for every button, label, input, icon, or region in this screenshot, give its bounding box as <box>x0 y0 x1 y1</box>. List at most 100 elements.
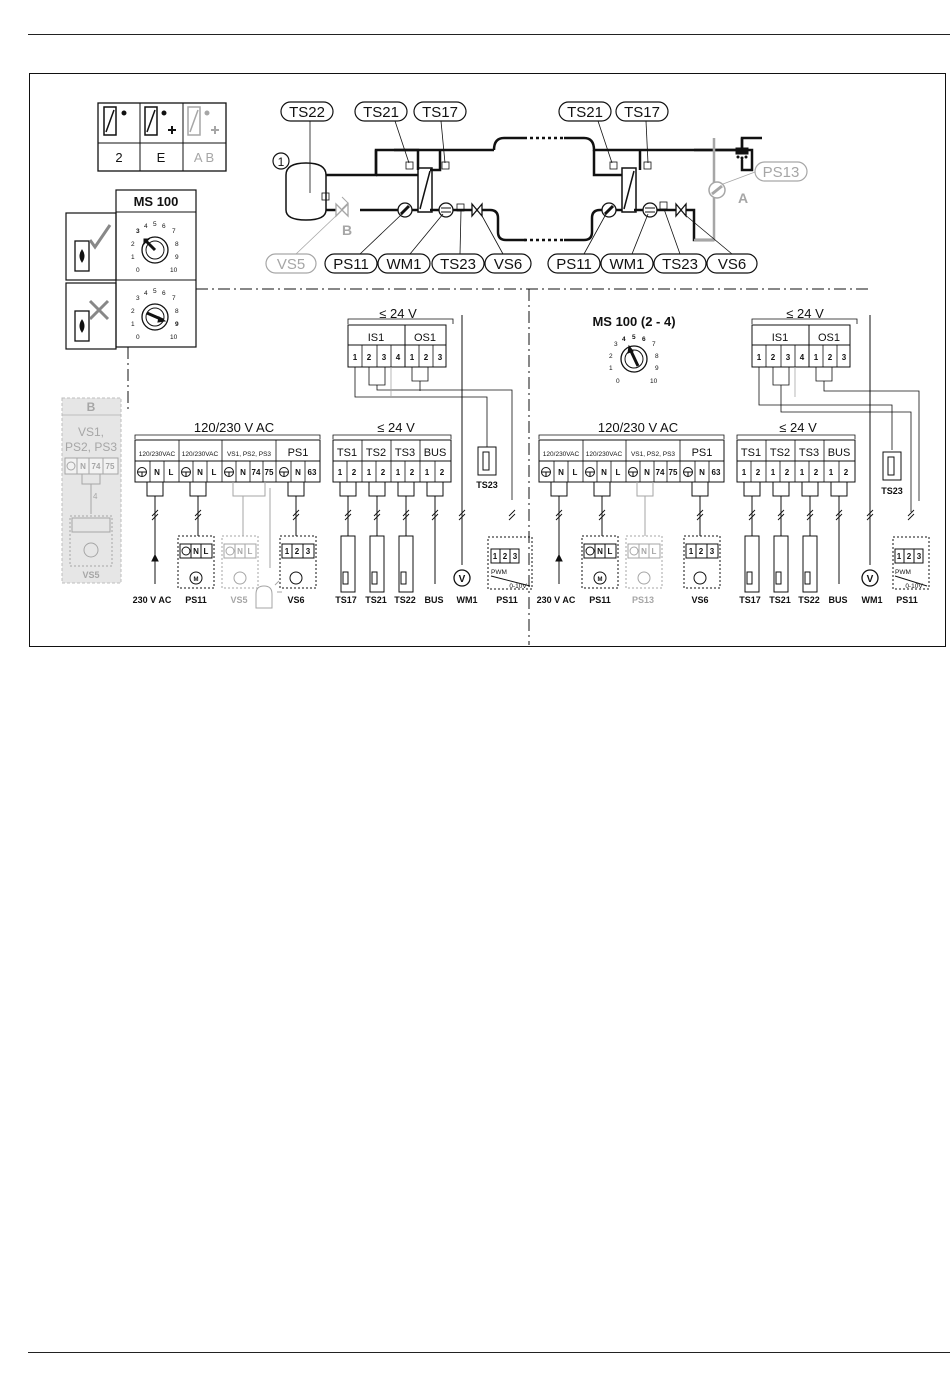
svg-text:PS11: PS11 <box>896 595 918 605</box>
svg-text:PWM: PWM <box>895 569 911 576</box>
svg-text:0-10V: 0-10V <box>905 583 923 590</box>
svg-text:TS1: TS1 <box>741 447 761 459</box>
sensor-icon <box>882 451 902 481</box>
flame-icon <box>74 240 90 272</box>
svg-text:3: 3 <box>614 341 618 348</box>
svg-text:0: 0 <box>136 334 140 341</box>
callout-1: 1 <box>278 155 285 169</box>
svg-text:1: 1 <box>814 353 819 362</box>
svg-text:8: 8 <box>175 241 179 248</box>
tag-ts17: TS17 <box>624 104 660 121</box>
svg-text:L: L <box>608 547 613 556</box>
svg-text:VS5: VS5 <box>230 595 247 605</box>
svg-text:120/230VAC: 120/230VAC <box>139 451 176 458</box>
svg-text:7: 7 <box>172 295 176 302</box>
diagram-frame <box>29 73 946 647</box>
svg-text:N: N <box>197 468 203 477</box>
svg-text:120/230 V AC: 120/230 V AC <box>194 420 274 435</box>
ground-icon <box>224 467 234 477</box>
selector-cell-2: E <box>157 150 166 165</box>
svg-text:2: 2 <box>410 468 415 477</box>
svg-text:TS21: TS21 <box>365 595 387 605</box>
svg-text:VS1, PS2, PS3: VS1, PS2, PS3 <box>631 451 675 458</box>
svg-text:TS2: TS2 <box>770 447 790 459</box>
svg-text:TS1: TS1 <box>337 447 357 459</box>
svg-text:IS1: IS1 <box>772 332 789 344</box>
svg-text:BUS: BUS <box>828 595 847 605</box>
svg-text:74: 74 <box>92 462 101 471</box>
ms100-2-4-title: MS 100 (2 - 4) <box>592 314 675 329</box>
selector-table: 2 E A B <box>97 102 227 172</box>
svg-text:TS21: TS21 <box>769 595 791 605</box>
tag-ts23: TS23 <box>440 256 476 273</box>
valve-icon <box>675 202 687 218</box>
svg-text:9: 9 <box>175 321 179 328</box>
svg-text:63: 63 <box>712 468 721 477</box>
dial-digits: 3 4 5 6 7 2 8 1 9 0 10 <box>131 288 179 341</box>
svg-text:TS3: TS3 <box>799 447 819 459</box>
tag-vs6: VS6 <box>494 256 522 273</box>
svg-text:6: 6 <box>162 290 166 297</box>
svg-text:1: 1 <box>396 468 401 477</box>
flow-meter-icon <box>453 569 471 587</box>
pump-icon <box>601 202 617 218</box>
svg-text:N: N <box>240 468 246 477</box>
svg-text:4: 4 <box>396 353 401 362</box>
sensor-icon <box>744 535 760 593</box>
tank-plus-icon <box>144 106 176 136</box>
svg-text:2: 2 <box>828 353 833 362</box>
svg-text:4: 4 <box>800 353 805 362</box>
svg-text:74: 74 <box>252 468 261 477</box>
svg-text:1: 1 <box>367 468 372 477</box>
svg-text:BUS: BUS <box>424 595 443 605</box>
dash-dot-dividers <box>127 288 872 645</box>
tank-plus-icon-grey <box>187 106 219 136</box>
svg-text:VS6: VS6 <box>691 595 708 605</box>
tag-wm1: WM1 <box>610 256 645 273</box>
rotary-dial[interactable] <box>620 344 648 373</box>
svg-text:75: 75 <box>265 468 274 477</box>
flow-meter-icon <box>861 569 879 587</box>
svg-text:2: 2 <box>424 353 429 362</box>
svg-text:2: 2 <box>756 468 761 477</box>
svg-text:B: B <box>87 400 96 414</box>
voltage-label: ≤ 24 V <box>786 306 824 321</box>
svg-text:L: L <box>248 547 253 556</box>
svg-text:V: V <box>867 574 874 585</box>
motor-icon-grey <box>625 535 663 589</box>
svg-text:1: 1 <box>131 254 135 261</box>
svg-text:TS22: TS22 <box>394 595 416 605</box>
option-box-b: B VS1, PS2, PS3 N 74 75 4 VS5 <box>61 397 122 584</box>
svg-text:L: L <box>573 468 578 477</box>
flame-icon <box>74 310 90 342</box>
svg-text:3: 3 <box>438 353 443 362</box>
tag-labels: TS22 TS21 TS17 TS21 TS17 PS13 VS5 PS11 W… <box>277 104 800 273</box>
rotary-dial[interactable] <box>141 303 169 331</box>
svg-text:1: 1 <box>425 468 430 477</box>
svg-text:L: L <box>212 468 217 477</box>
shower-icon <box>735 147 749 160</box>
svg-text:8: 8 <box>655 353 659 360</box>
checkmark-icon <box>88 224 112 250</box>
svg-text:TS17: TS17 <box>335 595 357 605</box>
ms100-panel: MS 100 3 4 5 6 7 2 <box>65 189 197 350</box>
svg-text:1: 1 <box>353 353 358 362</box>
svg-text:3: 3 <box>917 552 922 561</box>
top-rule <box>28 34 950 35</box>
pump-icon <box>397 202 413 218</box>
rotary-dial[interactable] <box>141 236 169 264</box>
svg-text:N: N <box>154 468 160 477</box>
svg-text:PS2, PS3: PS2, PS3 <box>65 440 117 454</box>
valve-icon <box>471 202 483 218</box>
tank-icon <box>103 106 127 136</box>
svg-text:3: 3 <box>710 547 715 556</box>
hydraulic-schematic: 1 <box>265 101 808 274</box>
motor-icon <box>177 535 215 589</box>
svg-text:2: 2 <box>131 241 135 248</box>
ground-icon <box>585 467 595 477</box>
selector-cell-1: 2 <box>115 150 122 165</box>
svg-text:6: 6 <box>162 223 166 230</box>
svg-text:74: 74 <box>656 468 665 477</box>
svg-text:VS5: VS5 <box>82 570 99 580</box>
svg-text:9: 9 <box>655 365 659 372</box>
